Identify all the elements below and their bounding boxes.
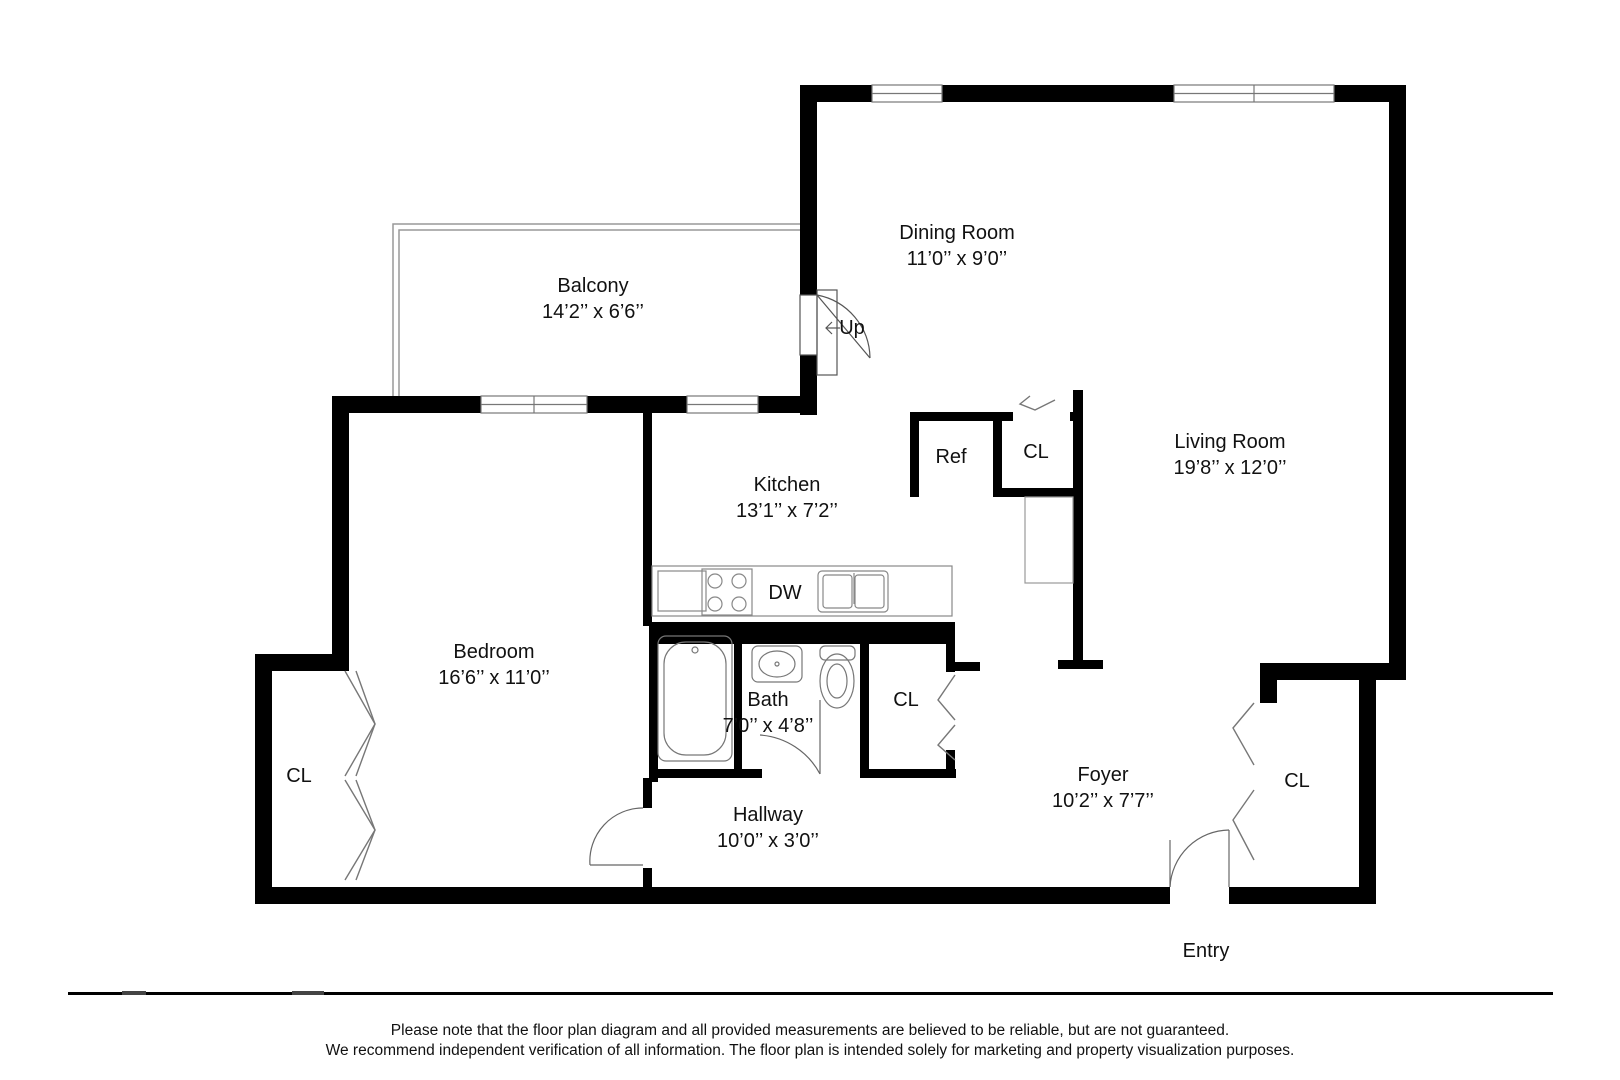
bedroom-name: Bedroom [453,641,535,663]
refrigerator-label: Ref [935,446,967,468]
kitchen-name: Kitchen [753,474,821,496]
bath-fixtures [657,635,856,762]
balcony-dimensions: 14’2’’ x 6’6’’ [542,301,644,323]
bath-dimensions: 7’0’’ x 4’8’’ [722,715,814,737]
dining-room-label: Dining Room 11’0’’ x 9’0’’ [899,220,1015,272]
bifold-doors[interactable] [344,395,1255,881]
hallway-label: Hallway 10’0’’ x 3’0’’ [717,802,819,854]
bedroom-dimensions: 16’6’’ x 11’0’’ [438,667,550,689]
bedroom-label: Bedroom 16’6’’ x 11’0’’ [438,639,550,691]
stairs-up-label: Up [839,317,865,339]
disclaimer-line-1: Please note that the floor plan diagram … [390,1022,1230,1039]
dining-room-name: Dining Room [899,222,1015,244]
dishwasher-label: DW [768,582,802,604]
foyer-label: Foyer 10’2’’ x 7’7’’ [1052,762,1154,814]
bath-label: Bath 7’0’’ x 4’8’’ [723,687,814,739]
disclaimer-line-2: We recommend independent verification of… [325,1042,1295,1059]
kitchen-label: Kitchen 13’1’’ x 7’2’’ [736,472,838,524]
dining-room-dimensions: 11’0’’ x 9’0’’ [906,248,1008,270]
footer-rule [68,991,1553,995]
living-room-label: Living Room 19’8’’ x 12’0’’ [1173,429,1286,481]
doors[interactable] [589,700,1230,888]
kitchen-dimensions: 13’1’’ x 7’2’’ [736,500,838,522]
balcony-label: Balcony 14’2’’ x 6’6’’ [542,273,644,325]
bath-name: Bath [747,689,789,711]
pantry-cabinet [1024,496,1074,584]
closet-label-bedroom: CL [286,765,312,787]
balcony-door [799,289,871,376]
entry-label: Entry [1182,940,1230,962]
foyer-name: Foyer [1077,764,1129,786]
windows [480,84,1335,414]
hallway-name: Hallway [732,804,804,826]
foyer-dimensions: 10’2’’ x 7’7’’ [1052,790,1154,812]
exterior-walls [255,85,1406,904]
hallway-dimensions: 10’0’’ x 3’0’’ [717,830,819,852]
closet-label-foyer: CL [1284,770,1310,792]
kitchen-counter[interactable] [651,565,953,617]
living-room-dimensions: 19’8’’ x 12’0’’ [1173,457,1287,479]
balcony-name: Balcony [557,275,629,297]
closet-label-bath: CL [893,689,919,711]
balcony-railing [392,223,800,396]
living-room-name: Living Room [1174,431,1286,453]
closet-label-kitchen: CL [1023,441,1049,463]
